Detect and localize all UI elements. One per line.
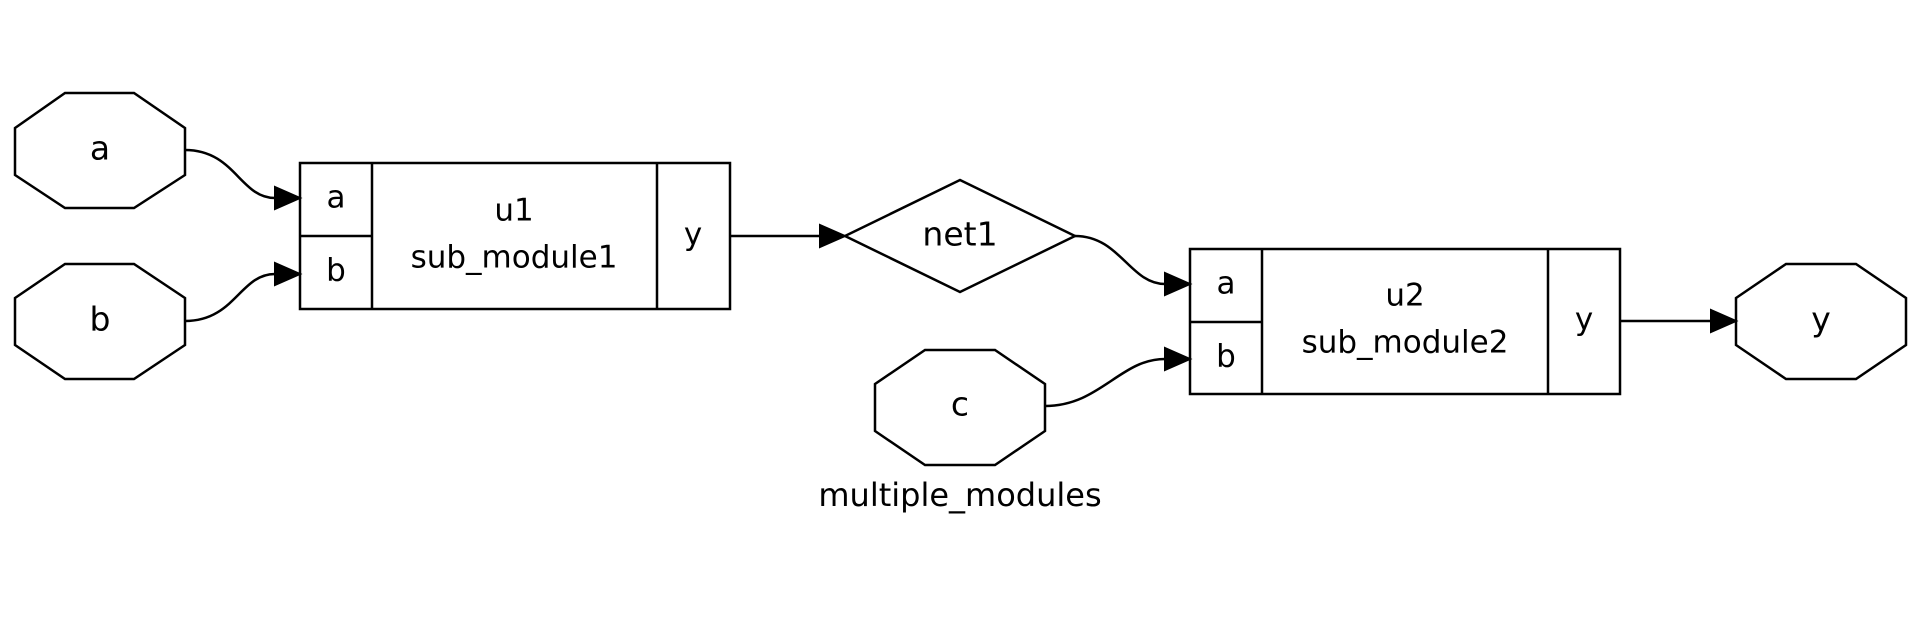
input-port-a: a <box>13 91 187 210</box>
edge-net1-to-u2 <box>1074 234 1193 297</box>
input-port-c: c <box>873 348 1047 467</box>
input-c-label: c <box>951 385 969 424</box>
u2-port-b: b <box>1216 339 1236 375</box>
u1-port-b: b <box>326 253 346 289</box>
net1-label: net1 <box>922 215 997 254</box>
u1-instance-name: u1 <box>494 193 533 229</box>
input-b-label: b <box>90 300 111 339</box>
module-u1: a b u1 sub_module1 y <box>298 161 732 311</box>
u1-port-a: a <box>327 180 346 216</box>
edge-b-to-u1 <box>184 261 303 323</box>
output-y-label: y <box>1811 300 1831 339</box>
u2-module-type: sub_module2 <box>1302 325 1509 361</box>
edge-u1-to-net1 <box>730 223 848 249</box>
diagram-caption: multiple_modules <box>818 476 1101 514</box>
edge-u2-to-y <box>1620 308 1739 334</box>
u2-port-y: y <box>1575 302 1593 338</box>
u2-port-a: a <box>1217 266 1236 302</box>
u2-instance-name: u2 <box>1385 278 1424 314</box>
net1-node: net1 <box>842 178 1078 294</box>
u1-port-y: y <box>684 217 702 253</box>
module-u2: a b u2 sub_module2 y <box>1188 247 1622 396</box>
input-port-b: b <box>13 262 187 381</box>
output-port-y: y <box>1734 262 1908 381</box>
edge-a-to-u1 <box>184 148 303 211</box>
u1-module-type: sub_module1 <box>411 240 618 276</box>
input-a-label: a <box>90 129 110 168</box>
edge-c-to-u2 <box>1044 346 1193 408</box>
